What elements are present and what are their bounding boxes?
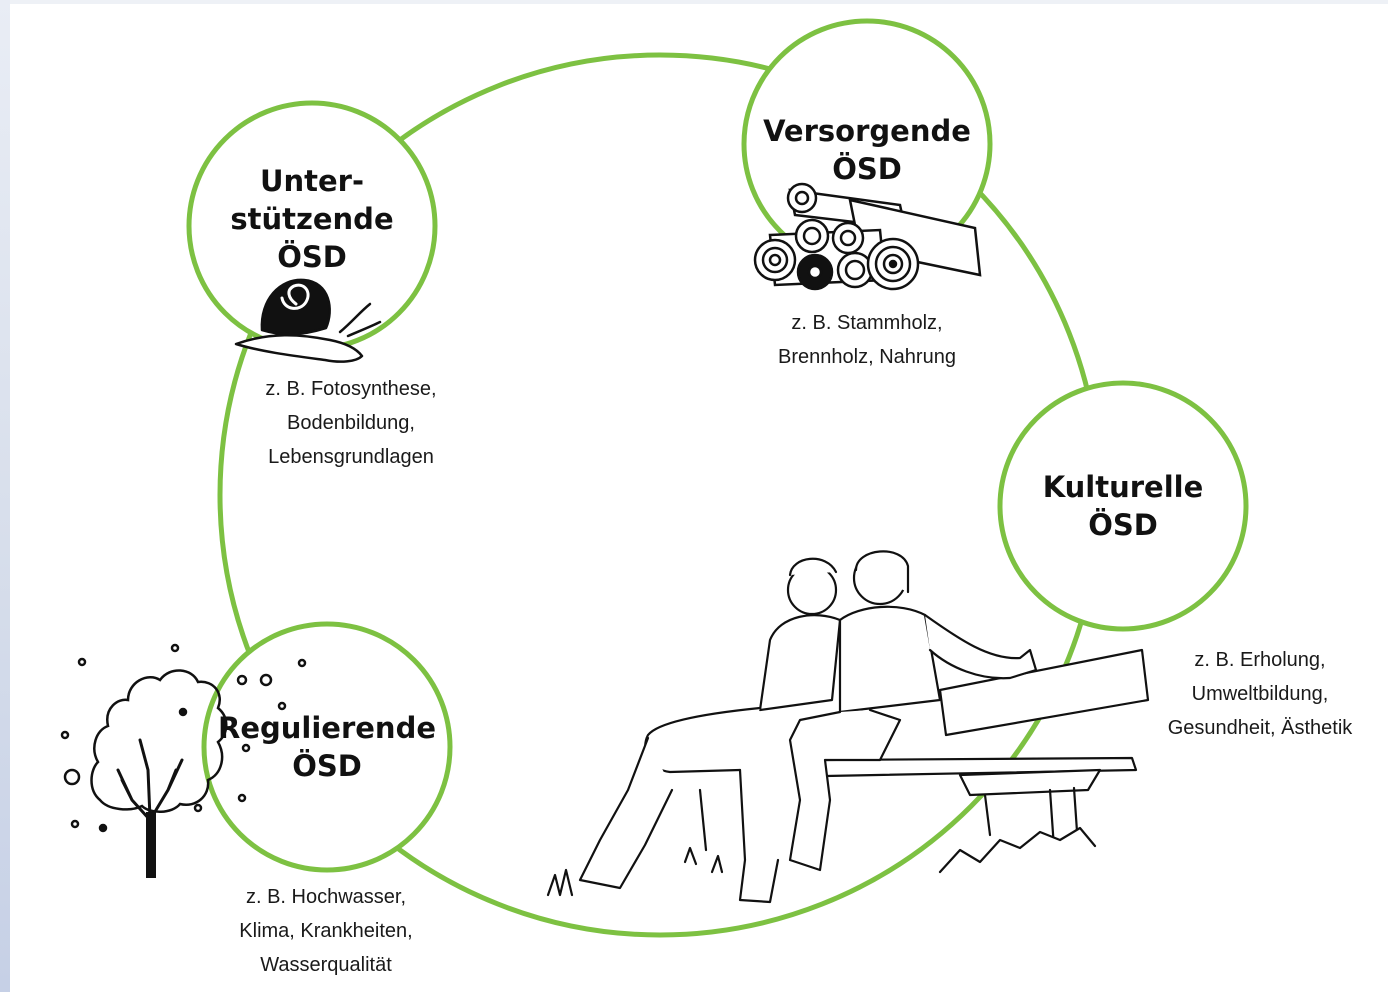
node-circle-kulturelle	[997, 380, 1249, 632]
node-title-versorgende: Versorgende ÖSD	[763, 114, 971, 186]
top-edge	[0, 0, 1388, 4]
node-desc-regulierende: z. B. Hochwasser, Klima, Krankheiten, Wa…	[239, 886, 413, 976]
node-desc-kulturelle: z. B. Erholung, Umweltbildung, Gesundhei…	[1167, 649, 1353, 739]
snail-icon	[234, 278, 382, 363]
node-title-unterstuetzende: Unter- stützende ÖSD	[230, 164, 394, 274]
node-title-kulturelle: Kulturelle ÖSD	[1042, 470, 1204, 542]
tree-icon	[60, 643, 307, 878]
couple-on-bench-icon	[546, 550, 1150, 904]
left-edge	[0, 0, 10, 992]
node-desc-versorgende: z. B. Stammholz, Brennholz, Nahrung	[778, 312, 956, 368]
node-title-regulierende: Regulierende ÖSD	[218, 711, 436, 783]
node-desc-unterstuetzende: z. B. Fotosynthese, Bodenbildung, Lebens…	[265, 378, 437, 468]
logs-icon	[753, 182, 982, 291]
